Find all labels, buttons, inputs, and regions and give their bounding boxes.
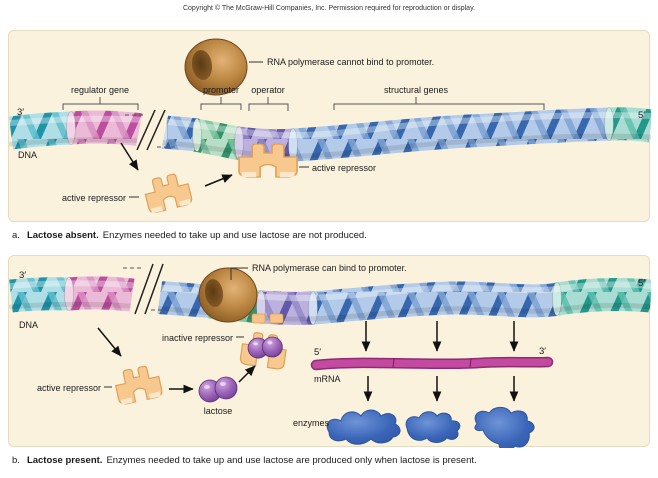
inactive-repressor <box>239 330 289 371</box>
dna-label: DNA <box>19 320 38 330</box>
arrow-repressor-to-operator <box>204 174 233 187</box>
structural-genes-bracket <box>333 97 545 110</box>
active-repressor-label: active repressor <box>37 383 101 393</box>
promoter-bracket <box>200 97 242 110</box>
lactose-molecule <box>198 376 238 403</box>
caption-lactose-present: b. Lactose present.Enzymes needed to take… <box>12 455 477 466</box>
arrows <box>120 142 233 187</box>
caption-lactose-absent: a. Lactose absent.Enzymes needed to take … <box>12 230 367 241</box>
arrow-regulator-to-repressor <box>97 327 122 357</box>
enzyme-blob-3 <box>474 406 535 448</box>
dna-segment-left-end <box>9 111 72 150</box>
three-prime-label: 3′ <box>19 270 26 281</box>
dna-segment-promoter <box>192 118 245 161</box>
rna-polymerase <box>198 267 258 323</box>
dna-label: DNA <box>18 150 37 160</box>
panel-b-art: RNA polymerase can bind to promoter. 3′ … <box>9 262 651 448</box>
arrows <box>97 321 519 402</box>
caption-b-prefix: b. <box>12 455 20 466</box>
caption-b-title: Lactose present. <box>26 455 103 466</box>
dna-tube-shading <box>9 112 651 159</box>
enzymes-label: enzymes <box>293 418 330 428</box>
dna-segment-structural-genes <box>292 107 612 162</box>
polymerase-note-label: RNA polymerase can bind to promoter. <box>252 263 407 273</box>
mrna-label: mRNA <box>314 374 341 384</box>
caption-a-title: Lactose absent. <box>26 230 99 241</box>
active-repressor-bound <box>238 143 298 178</box>
dna-segment-regulator-gene <box>69 110 152 148</box>
enzyme-blob-1 <box>326 409 401 445</box>
promoter-label: promoter <box>203 85 239 95</box>
polymerase-label-line <box>230 267 248 280</box>
caption-a-prefix: a. <box>12 230 20 241</box>
caption-a-text: Enzymes needed to take up and use lactos… <box>102 230 367 241</box>
arrow-lactose-to-inactive <box>238 365 256 383</box>
active-repressor-bound-label: active repressor <box>312 163 376 173</box>
three-prime-label: 3′ <box>17 107 24 118</box>
lactose-label: lactose <box>204 406 233 416</box>
rna-polymerase <box>184 38 248 96</box>
mrna-five-prime-label: 5′ <box>314 347 321 358</box>
five-prime-label: 5′ <box>638 110 645 121</box>
operator-binding-nubs <box>251 313 284 324</box>
gene-brackets <box>62 97 545 111</box>
enzyme-blob-2 <box>405 411 461 443</box>
operator-bracket <box>248 97 289 111</box>
dna-segment-operator <box>236 126 297 163</box>
mrna-three-prime-label: 3′ <box>539 346 546 357</box>
dna-segment-spacer <box>162 115 199 152</box>
dna-break-symbol <box>123 262 169 316</box>
active-repressor-floating-label: active repressor <box>62 193 126 203</box>
dna-break-symbol <box>125 109 175 151</box>
dna-segment-right-end <box>608 107 651 143</box>
dna-segment-right-end <box>554 278 651 316</box>
regulator-gene-bracket <box>62 97 139 110</box>
arrow-regulator-to-repressor <box>120 142 139 171</box>
inactive-repressor-label: inactive repressor <box>162 333 233 343</box>
dna-segment-left-end <box>9 277 70 313</box>
dna-segment-structural-genes <box>311 281 562 325</box>
structural-genes-label: structural genes <box>384 85 449 95</box>
active-repressor-floating <box>141 170 194 215</box>
caption-b-text: Enzymes needed to take up and use lactos… <box>106 455 477 466</box>
panel-lactose-absent: RNA polymerase cannot bind to promoter. … <box>8 30 651 222</box>
panel-a-art: RNA polymerase cannot bind to promoter. … <box>9 38 651 215</box>
panel-lactose-present: RNA polymerase can bind to promoter. 3′ … <box>8 255 651 448</box>
enzymes <box>326 406 535 448</box>
regulator-gene-label: regulator gene <box>71 85 129 95</box>
dna-segment-regulator-gene <box>67 276 142 313</box>
polymerase-note-label: RNA polymerase cannot bind to promoter. <box>267 57 434 67</box>
dna-segment-operator <box>259 290 316 325</box>
operator-label: operator <box>251 85 285 95</box>
five-prime-label: 5′ <box>638 278 645 289</box>
mrna-strand <box>310 356 554 371</box>
active-repressor <box>112 363 164 406</box>
copyright-text: Copyright © The McGraw-Hill Companies, I… <box>182 5 475 12</box>
